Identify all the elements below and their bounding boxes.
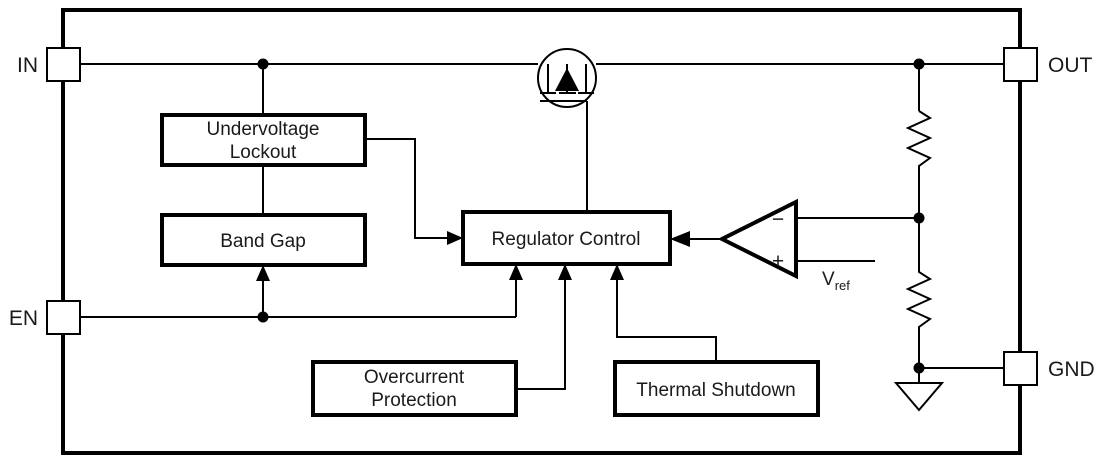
- pin-label-in: IN: [17, 54, 38, 77]
- wire-tsd-to-regctl: [616, 275, 717, 362]
- wire-ocp-to-regctl: [516, 275, 566, 390]
- block-label-band-gap: Band Gap: [220, 231, 306, 252]
- pin-label-out: OUT: [1048, 54, 1093, 77]
- block-label-overcurrent-protection-line1: Overcurrent: [364, 367, 465, 388]
- wire-uvlo-to-regctl: [365, 138, 453, 239]
- pin-box-en[interactable]: [46, 300, 81, 335]
- vref-label: Vref: [822, 269, 850, 293]
- pin-box-gnd[interactable]: [1003, 351, 1038, 386]
- resistor-top: [905, 110, 933, 218]
- error-amplifier-triangle: [717, 198, 798, 280]
- arrowhead-ocp-to-regctl: [558, 264, 572, 280]
- block-label-regulator-control: Regulator Control: [492, 229, 641, 250]
- arrowhead-en-to-bandgap: [256, 265, 270, 281]
- block-label-thermal-shutdown: Thermal Shutdown: [636, 380, 795, 401]
- arrowhead-amp-to-regctl: [670, 231, 690, 247]
- amp-minus-input-label: −: [772, 208, 784, 231]
- block-label-undervoltage-lockout-line1: Undervoltage: [206, 119, 319, 140]
- block-undervoltage-lockout[interactable]: [160, 113, 367, 167]
- junction-in-tap: [257, 58, 269, 70]
- amp-plus-input-label: +: [772, 250, 784, 273]
- block-overcurrent-protection[interactable]: [311, 360, 518, 417]
- arrowhead-tsd-to-regctl: [610, 264, 624, 280]
- ground-symbol-icon: [893, 382, 945, 412]
- arrowhead-en-to-regctl: [509, 264, 523, 280]
- pin-label-en: EN: [9, 307, 38, 330]
- device-boundary: [61, 8, 1022, 455]
- arrowhead-uvlo-to-regctl: [447, 231, 463, 245]
- block-label-undervoltage-lockout-line2: Lockout: [230, 142, 297, 163]
- pin-box-in[interactable]: [46, 47, 81, 82]
- block-band-gap[interactable]: [160, 213, 367, 267]
- resistor-bottom: [905, 218, 933, 368]
- pin-box-out[interactable]: [1003, 47, 1038, 82]
- fet-circle-outline: [537, 48, 597, 108]
- block-thermal-shutdown[interactable]: [613, 360, 820, 417]
- block-label-overcurrent-protection-line2: Protection: [371, 390, 457, 411]
- block-regulator-control[interactable]: [461, 210, 672, 266]
- pin-label-gnd: GND: [1048, 358, 1095, 381]
- fet-body-arrow-icon: [555, 68, 579, 91]
